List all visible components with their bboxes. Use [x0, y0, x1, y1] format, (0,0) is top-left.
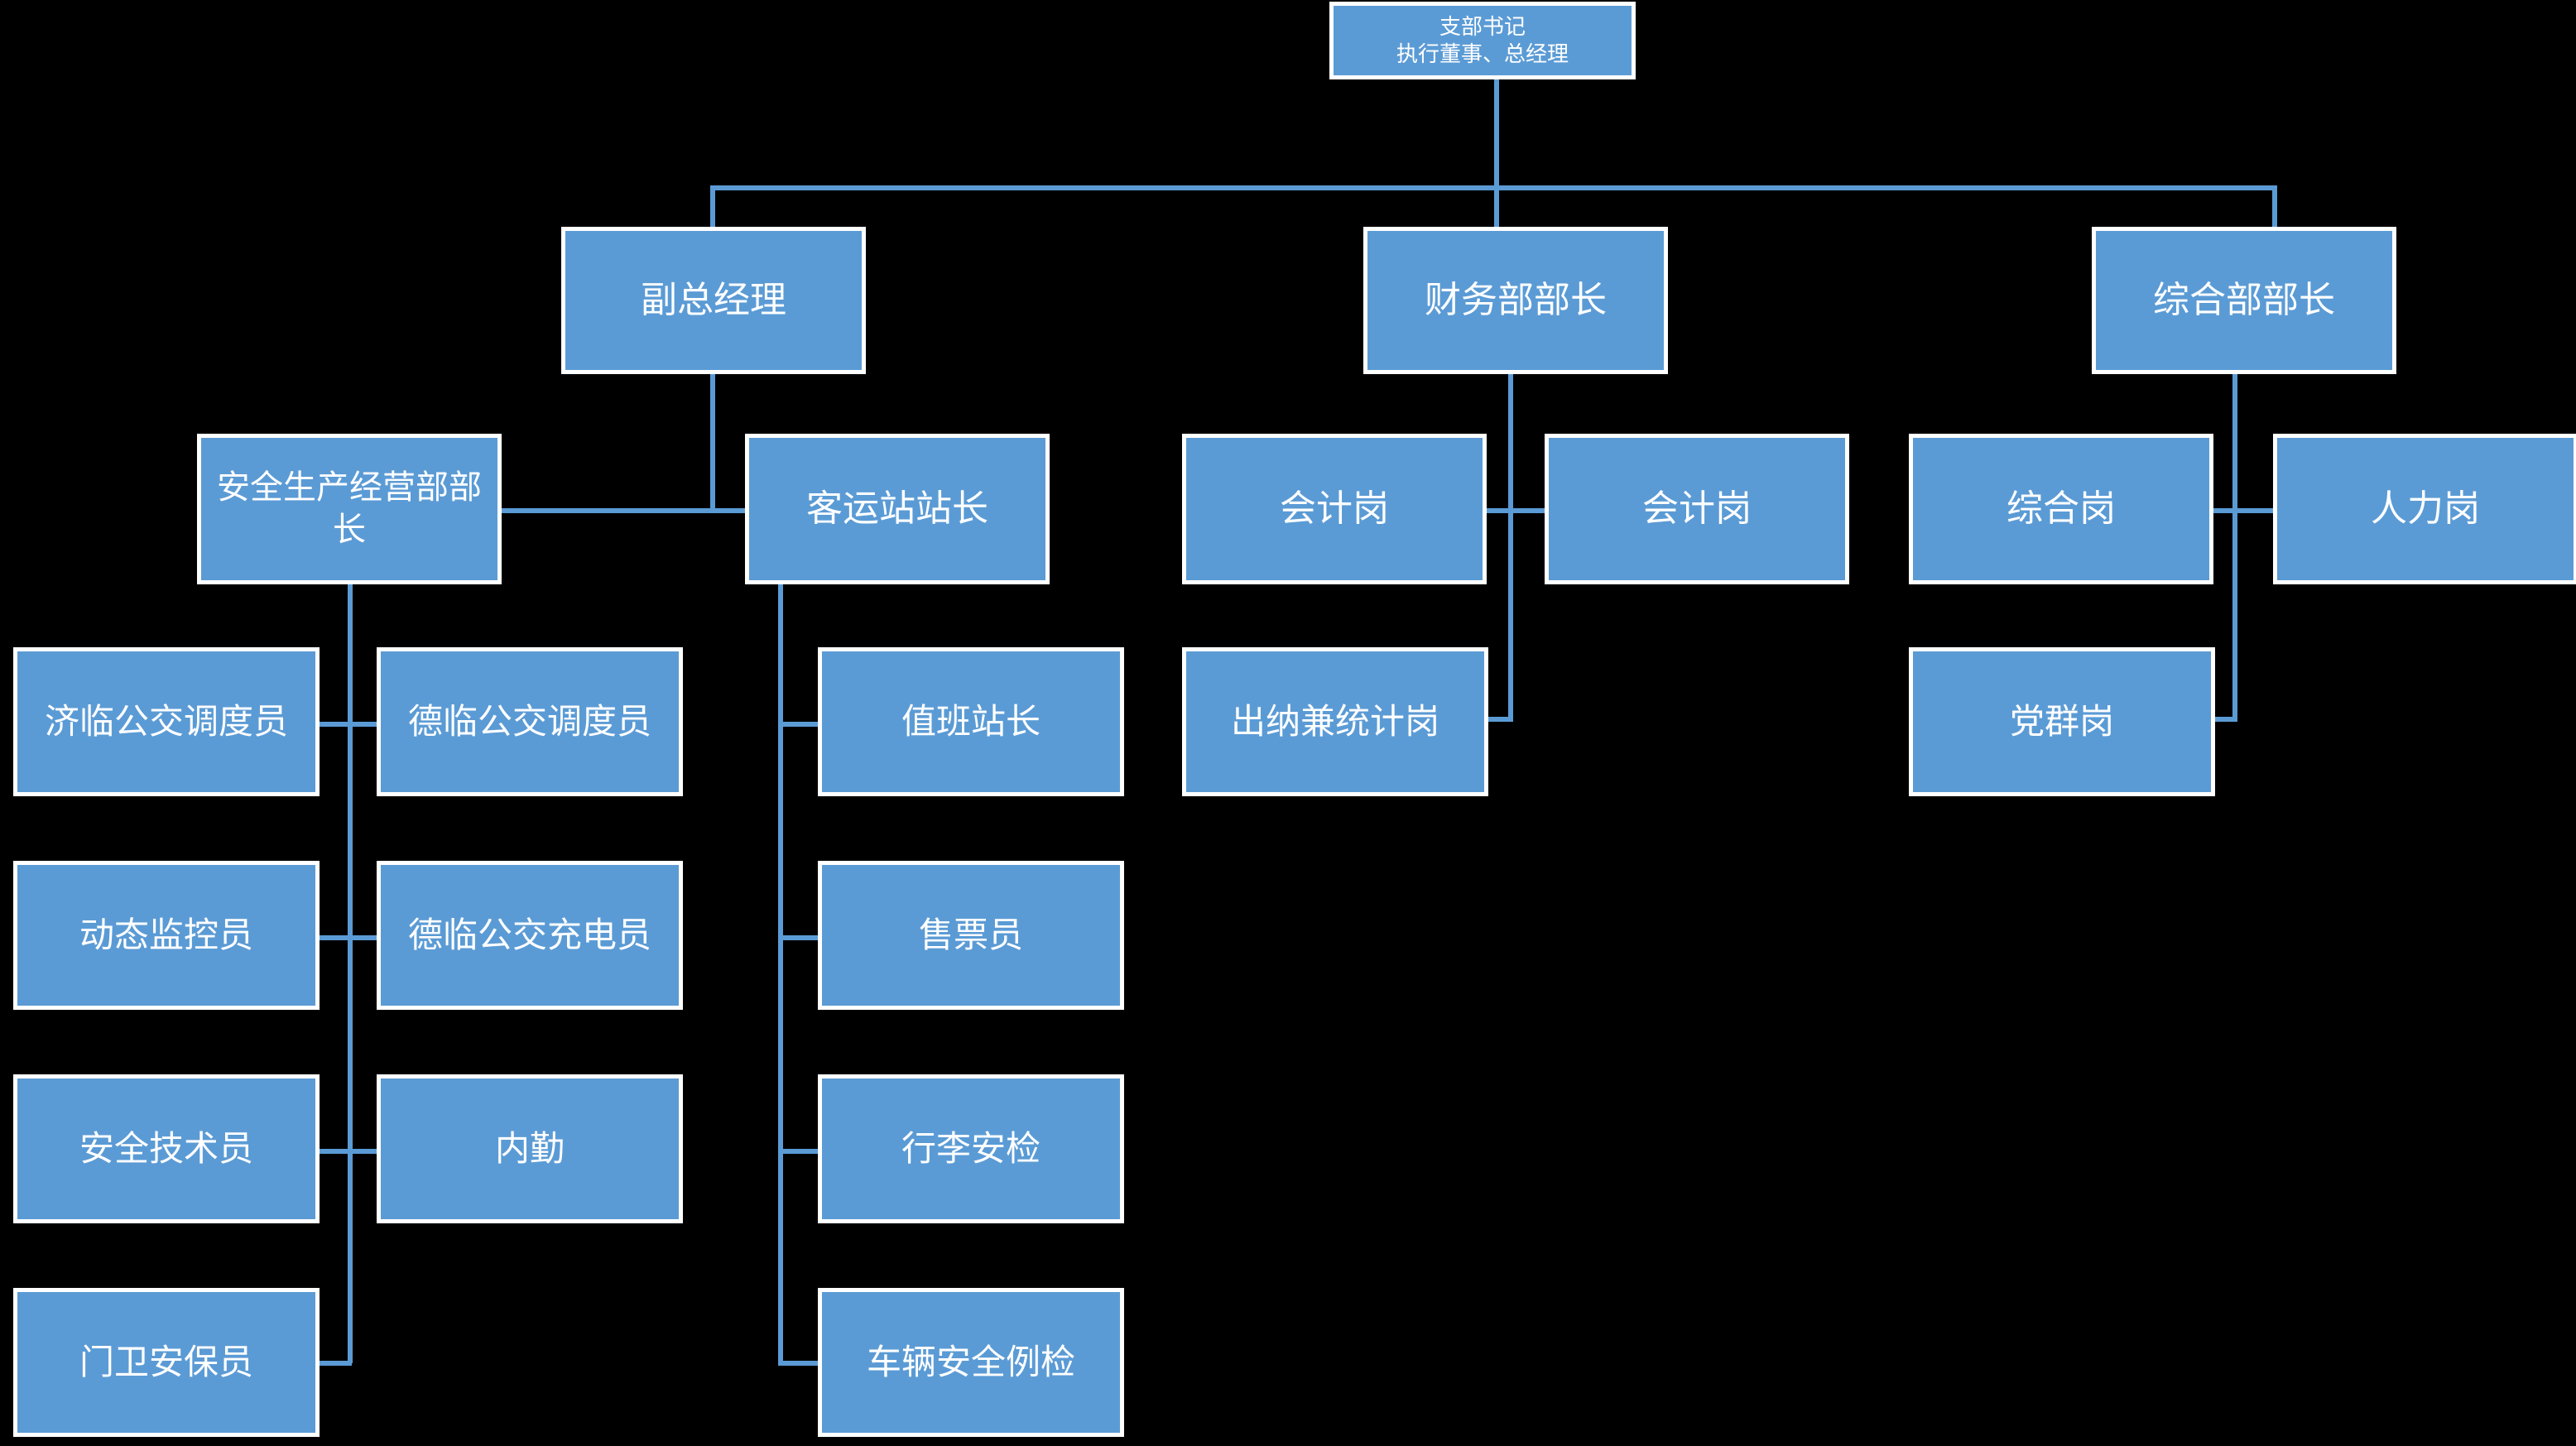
org-node-baggage-security-label: 行李安检: [901, 1129, 1040, 1169]
org-node-ticket-seller[interactable]: 售票员: [818, 861, 1124, 1010]
org-node-general-post[interactable]: 综合岗: [1909, 434, 2213, 584]
org-node-safety-ops-head[interactable]: 安全生产经营部部长: [197, 434, 502, 584]
org-node-deputy-gm-label: 副总经理: [641, 279, 786, 320]
org-node-hr-post-label: 人力岗: [2371, 488, 2480, 529]
connector-station-row2: [778, 935, 819, 940]
org-node-gate-guard[interactable]: 门卫安保员: [13, 1288, 320, 1437]
org-node-hr-post[interactable]: 人力岗: [2273, 434, 2576, 584]
org-node-dynamic-monitor[interactable]: 动态监控员: [13, 861, 320, 1010]
connector-station-row4: [778, 1361, 819, 1366]
org-node-office-clerk[interactable]: 内勤: [377, 1074, 683, 1223]
connector-finance-spine-lower: [1508, 508, 1513, 722]
connector-safety-row2: [319, 935, 377, 940]
org-node-finance-head[interactable]: 财务部部长: [1363, 227, 1668, 374]
org-node-finance-head-label: 财务部部长: [1425, 279, 1607, 320]
org-node-root-line2: 执行董事、总经理: [1396, 41, 1569, 66]
org-node-vehicle-inspection[interactable]: 车辆安全例检: [818, 1288, 1124, 1437]
org-node-accounting-2-label: 会计岗: [1642, 488, 1752, 529]
connector-level2-bus: [710, 185, 2277, 190]
org-node-gate-guard-label: 门卫安保员: [79, 1343, 253, 1382]
connector-general-affairs-spine: [2232, 374, 2237, 511]
connector-safety-row1: [319, 722, 377, 727]
org-node-deputy-gm[interactable]: 副总经理: [561, 227, 866, 374]
org-node-delin-dispatcher[interactable]: 德临公交调度员: [377, 647, 683, 796]
connector-to-general-affairs-head: [2272, 185, 2277, 227]
connector-general-affairs-spine-lower: [2232, 508, 2237, 722]
org-node-jilin-dispatcher-label: 济临公交调度员: [44, 702, 288, 742]
org-node-office-clerk-label: 内勤: [494, 1129, 565, 1169]
connector-safety-row3: [319, 1149, 377, 1154]
org-node-general-affairs-head[interactable]: 综合部部长: [2092, 227, 2396, 374]
org-node-delin-charger[interactable]: 德临公交充电员: [377, 861, 683, 1010]
connector-deputy-gm-spine: [710, 374, 715, 511]
org-node-safety-technician-label: 安全技术员: [79, 1129, 253, 1169]
connector-station-row3: [778, 1149, 819, 1154]
org-node-party-mass-post[interactable]: 党群岗: [1909, 647, 2215, 796]
org-node-dynamic-monitor-label: 动态监控员: [79, 915, 253, 955]
connector-row3-left-bus: [501, 508, 747, 513]
connector-station-row1: [778, 722, 819, 727]
org-node-root-line1: 支部书记: [1439, 13, 1526, 39]
connector-to-cashier: [1482, 717, 1511, 722]
connector-root-down: [1494, 79, 1499, 185]
org-node-station-master[interactable]: 客运站站长: [745, 434, 1050, 584]
connector-to-deputy-gm: [710, 185, 715, 227]
connector-safety-row4: [319, 1361, 352, 1366]
org-node-duty-station-master-label: 值班站长: [901, 702, 1040, 742]
org-node-accounting-2[interactable]: 会计岗: [1545, 434, 1849, 584]
org-node-cashier-statistics-label: 出纳兼统计岗: [1230, 702, 1439, 742]
org-node-duty-station-master[interactable]: 值班站长: [818, 647, 1124, 796]
org-node-general-post-label: 综合岗: [2006, 488, 2116, 529]
org-node-delin-dispatcher-label: 德临公交调度员: [407, 702, 651, 742]
org-node-cashier-statistics[interactable]: 出纳兼统计岗: [1182, 647, 1488, 796]
org-node-jilin-dispatcher[interactable]: 济临公交调度员: [13, 647, 320, 796]
org-node-general-affairs-head-label: 综合部部长: [2153, 279, 2335, 320]
org-node-station-master-label: 客运站站长: [806, 488, 988, 529]
connector-finance-spine: [1508, 374, 1513, 511]
org-node-ticket-seller-label: 售票员: [918, 915, 1023, 955]
connector-to-finance-head: [1494, 185, 1499, 227]
org-node-root[interactable]: 支部书记 执行董事、总经理: [1329, 2, 1636, 79]
org-node-baggage-security[interactable]: 行李安检: [818, 1074, 1124, 1223]
org-node-party-mass-post-label: 党群岗: [2009, 702, 2114, 742]
org-node-accounting-1[interactable]: 会计岗: [1182, 434, 1487, 584]
connector-safety-spine: [348, 584, 353, 1363]
connector-to-party-post: [2204, 717, 2237, 722]
org-node-safety-ops-head-label: 安全生产经营部部长: [217, 468, 482, 548]
org-node-safety-technician[interactable]: 安全技术员: [13, 1074, 320, 1223]
connector-station-spine: [778, 584, 783, 1363]
org-node-vehicle-inspection-label: 车辆安全例检: [866, 1343, 1075, 1382]
org-node-delin-charger-label: 德临公交充电员: [407, 915, 651, 955]
org-node-accounting-1-label: 会计岗: [1280, 488, 1389, 529]
